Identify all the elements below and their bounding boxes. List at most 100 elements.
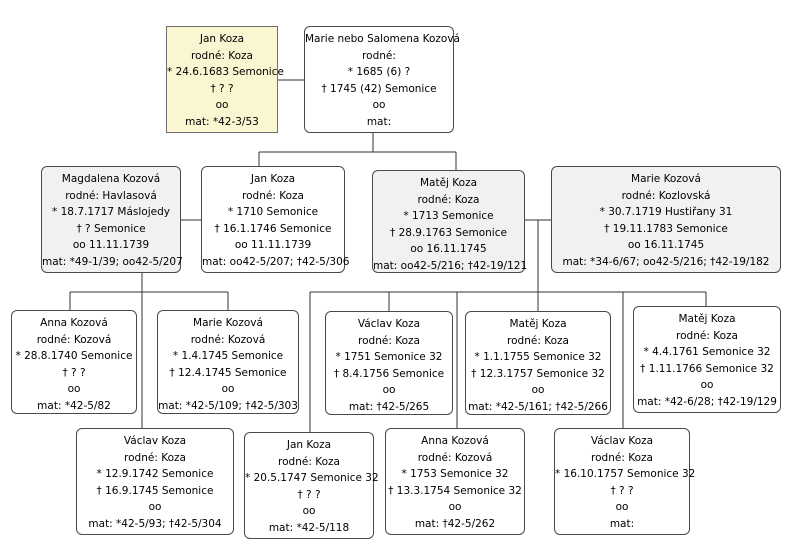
register-references: mat: *42-5/93; †42-5/304 [88,517,222,530]
register-references: mat: oo42-5/207; †42-5/306 [202,255,350,268]
marriage-record: oo [372,99,386,111]
death-record: † ? ? [610,484,634,497]
person-name: Václav Koza [357,318,421,330]
marriage-record: oo [215,99,229,111]
birth-record: * 1710 Semonice [227,206,319,218]
person-name: Václav Koza [123,435,187,447]
birth-record: * 1713 Semonice [403,210,494,222]
register-references: mat: *42-6/28; †42-19/129 [637,395,777,408]
birth-surname: rodné: Kozlovská [621,189,711,202]
person-card-magdalena[interactable]: Magdalena Kozová rodné: Havlasová * 18.7… [41,166,183,273]
register-references: mat: *42-5/82 [37,399,111,412]
register-references: mat: *42-5/118 [268,521,350,534]
death-record: † ? ? [62,366,86,379]
birth-record: * 18.7.1717 Máslojedy [52,206,170,218]
birth-surname: rodné: Koza [278,455,340,468]
person-card-marie-kozlovska[interactable]: Marie Kozová rodné: Kozlovská * 30.7.171… [551,166,781,273]
death-record: † ? ? [210,82,234,95]
marriage-record: oo [221,383,235,395]
death-record: † 16.9.1745 Semonice [96,484,214,497]
death-record: † 12.4.1745 Semonice [169,366,287,379]
birth-surname: rodné: Kozová [36,333,112,346]
person-card-matej-1761[interactable]: Matěj Koza rodné: Koza * 4.4.1761 Semoni… [633,306,781,413]
register-references: mat: *42-5/109; †42-5/303 [158,399,298,412]
birth-surname: rodné: Koza [242,189,304,202]
death-record: † ? Semonice [76,222,146,235]
death-record: † 1745 (42) Semonice [321,82,437,95]
person-card-jan-koza-1683[interactable]: Jan Koza rodné: Koza * 24.6.1683 Semonic… [166,26,284,133]
person-name: Marie Kozová [193,317,263,329]
death-record: † 16.1.1746 Semonice [214,222,332,235]
marriage-record: oo 11.11.1739 [72,239,150,251]
person-name: Jan Koza [199,33,245,45]
register-references: mat: [366,115,392,128]
death-record: † 1.11.1766 Semonice 32 [640,362,774,375]
person-card-matej-koza-1713[interactable]: Matěj Koza rodné: Koza * 1713 Semonice †… [372,170,527,273]
birth-surname: rodné: Koza [191,49,253,62]
person-name: Matěj Koza [419,177,478,189]
birth-record: * 16.10.1757 Semonice 32 [555,468,696,480]
person-card-vaclav-1742[interactable]: Václav Koza rodné: Koza * 12.9.1742 Semo… [76,428,234,535]
marriage-record: oo [700,379,714,391]
person-card-anna-1753[interactable]: Anna Kozová rodné: Kozová * 1753 Semonic… [385,428,525,535]
death-record: † 12.3.1757 Semonice 32 [471,367,605,380]
person-card-vaclav-1751[interactable]: Václav Koza rodné: Koza * 1751 Semonice … [325,311,453,415]
birth-surname: rodné: Koza [676,329,738,342]
death-record: † 8.4.1756 Semonice [333,367,445,380]
birth-surname: rodné: Kozová [190,333,266,346]
person-name: Anna Kozová [421,435,489,447]
death-record: † ? ? [297,488,321,501]
marriage-record: oo [615,501,629,513]
person-name: Anna Kozová [40,317,108,329]
person-name: Václav Koza [590,435,654,447]
birth-surname: rodné: Havlasová [65,189,157,202]
marriage-record: oo 16.11.1745 [410,243,487,255]
death-record: † 13.3.1754 Semonice 32 [388,484,522,497]
person-name: Matěj Koza [678,313,736,325]
marriage-record: oo [67,383,81,395]
birth-surname: rodné: Koza [358,334,420,347]
birth-record: * 20.5.1747 Semonice 32 [245,472,379,484]
person-card-matej-1755[interactable]: Matěj Koza rodné: Koza * 1.1.1755 Semoni… [465,311,611,415]
birth-surname: rodné: Koza [507,334,569,347]
birth-surname: rodné: [362,49,396,62]
marriage-record: oo [302,505,316,517]
person-card-jan-koza-1710[interactable]: Jan Koza rodné: Koza * 1710 Semonice † 1… [201,166,350,273]
birth-record: * 28.8.1740 Semonice [15,350,133,362]
person-name: Marie nebo Salomena Kozová [305,33,460,45]
birth-surname: rodné: Koza [417,193,480,206]
death-record: † 19.11.1783 Semonice [604,222,728,235]
birth-record: * 4.4.1761 Semonice 32 [643,346,771,358]
person-name: Magdalena Kozová [61,173,161,185]
birth-surname: rodné: Koza [124,451,186,464]
register-references: mat: †42-5/262 [414,517,496,530]
marriage-record: oo [148,501,162,513]
register-references: mat: [609,517,635,530]
person-card-anna-1740[interactable]: Anna Kozová rodné: Kozová * 28.8.1740 Se… [11,310,137,414]
person-name: Matěj Koza [509,318,567,330]
birth-record: * 1751 Semonice 32 [335,351,443,363]
birth-record: * 1.1.1755 Semonice 32 [474,351,602,363]
person-card-vaclav-1757[interactable]: Václav Koza rodné: Koza * 16.10.1757 Sem… [554,428,696,535]
person-card-marie-1745[interactable]: Marie Kozová rodné: Kozová * 1.4.1745 Se… [157,310,299,414]
person-card-marie-salomena[interactable]: Marie nebo Salomena Kozová rodné: * 1685… [304,26,460,133]
register-references: mat: *42-5/161; †42-5/266 [468,400,608,413]
person-card-jan-1747[interactable]: Jan Koza rodné: Koza * 20.5.1747 Semonic… [244,432,379,539]
birth-record: * 24.6.1683 Semonice [167,66,284,78]
marriage-record: oo 16.11.1745 [627,239,705,251]
marriage-record: oo [382,384,396,396]
birth-record: * 1753 Semonice 32 [401,468,509,480]
birth-record: * 12.9.1742 Semonice [96,468,214,480]
death-record: † 28.9.1763 Semonice [390,226,507,239]
register-references: mat: †42-5/265 [348,400,430,413]
marriage-record: oo [531,384,545,396]
person-name: Jan Koza [250,173,296,185]
birth-surname: rodné: Koza [591,451,653,464]
marriage-record: oo [448,501,462,513]
birth-record: * 1685 (6) ? [347,66,411,78]
register-references: mat: *49-1/39; oo42-5/207 [42,255,183,268]
birth-surname: rodné: Kozová [417,451,493,464]
birth-record: * 1.4.1745 Semonice [172,350,284,362]
birth-record: * 30.7.1719 Hustiřany 31 [599,206,733,218]
